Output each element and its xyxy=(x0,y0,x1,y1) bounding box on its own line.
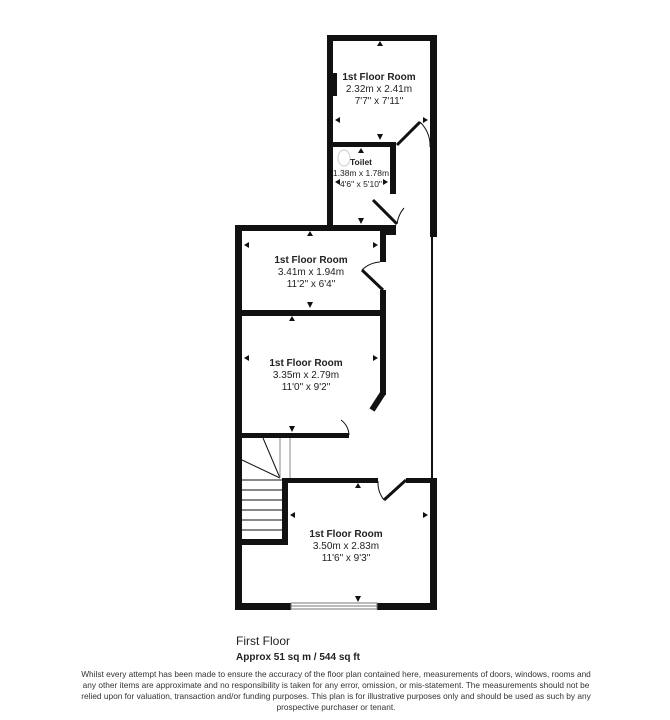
room-metric: 3.35m x 2.79m xyxy=(273,370,339,381)
floor-title: First Floor xyxy=(236,634,290,648)
room-labels: 1st Floor Room 2.32m x 2.41m 7'7" x 7'11… xyxy=(269,72,415,564)
room-name: 1st Floor Room xyxy=(342,72,415,83)
room-name: Toilet xyxy=(350,157,372,167)
room-metric: 2.32m x 2.41m xyxy=(346,84,412,95)
room-imperial: 11'6" x 9'3" xyxy=(322,553,371,564)
dimension-markers xyxy=(244,41,428,602)
walls xyxy=(235,35,437,610)
room-label-second: 1st Floor Room 3.41m x 1.94m 11'2" x 6'4… xyxy=(274,255,347,290)
room-label-top: 1st Floor Room 2.32m x 2.41m 7'7" x 7'11… xyxy=(342,72,415,107)
room-label-bottom: 1st Floor Room 3.50m x 2.83m 11'6" x 9'3… xyxy=(309,529,382,564)
room-imperial: 11'0" x 9'2" xyxy=(282,382,331,393)
room-name: 1st Floor Room xyxy=(274,255,347,266)
room-name: 1st Floor Room xyxy=(309,529,382,540)
staircase xyxy=(241,437,291,531)
room-metric: 3.50m x 2.83m xyxy=(313,541,379,552)
room-imperial: 4'6" x 5'10" xyxy=(340,179,382,189)
room-metric: 3.41m x 1.94m xyxy=(278,267,344,278)
floor-area: Approx 51 sq m / 544 sq ft xyxy=(236,652,360,663)
thin-lines xyxy=(241,120,433,610)
disclaimer-text: Whilst every attempt has been made to en… xyxy=(81,669,591,712)
room-imperial: 11'2" x 6'4" xyxy=(287,279,336,290)
room-label-third: 1st Floor Room 3.35m x 2.79m 11'0" x 9'2… xyxy=(269,358,342,393)
chimney-breast xyxy=(330,73,337,96)
room-imperial: 7'7" x 7'11" xyxy=(355,96,404,107)
room-metric: 1.38m x 1.78m xyxy=(333,168,389,178)
room-label-toilet: Toilet 1.38m x 1.78m 4'6" x 5'10" xyxy=(333,157,389,189)
room-name: 1st Floor Room xyxy=(269,358,342,369)
